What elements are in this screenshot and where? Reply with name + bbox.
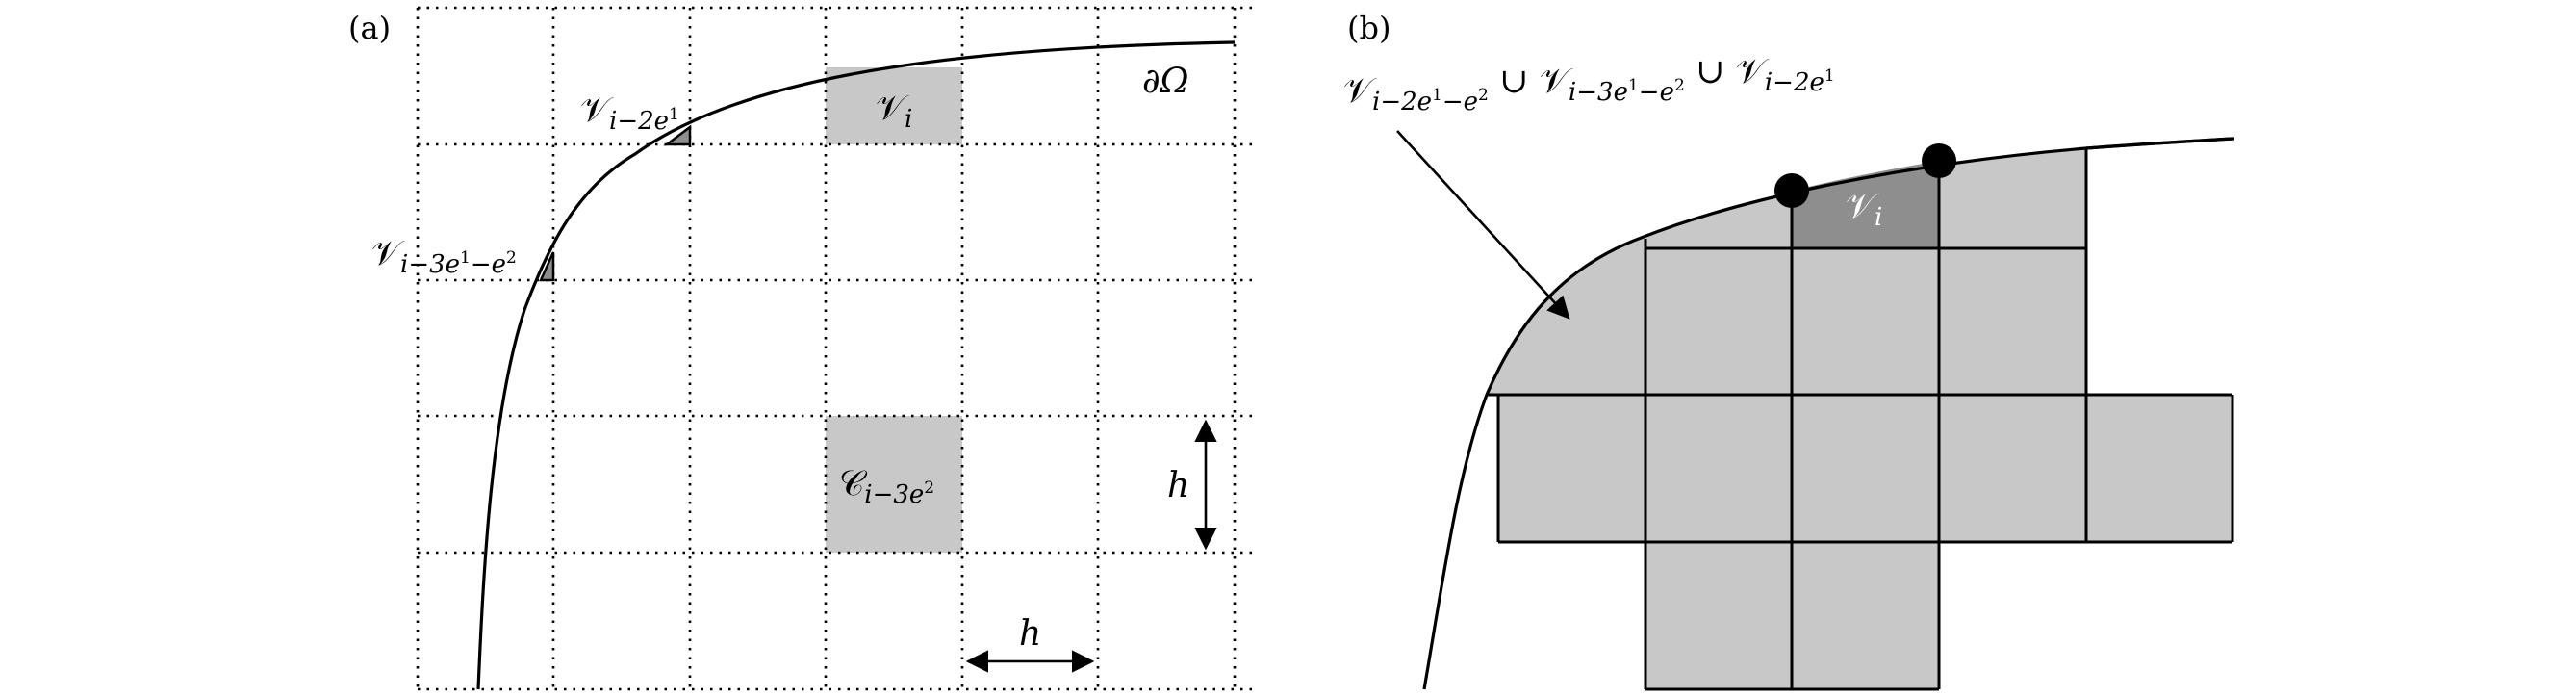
panel-b: (b) 𝒱i−2e1−e2 ∪ 𝒱i−3e1−e2 ∪ 𝒱i−2e1 <box>1343 10 2235 691</box>
cell-v-i-label: 𝒱i <box>876 89 912 134</box>
panel-a-tag: (a) <box>348 10 391 46</box>
cell-grid-b <box>1487 148 2234 691</box>
h-label-vertical: h <box>1167 466 1189 505</box>
cell-c-i-minus-3e2-label: 𝒞i−3e2 <box>839 464 934 509</box>
cell-v-i-label-b: 𝒱i <box>1846 187 1882 232</box>
h-label-horizontal: h <box>1019 614 1041 654</box>
dotted-grid <box>416 6 1257 691</box>
cell-v-i-minus-3e1-e2-label: 𝒱i−3e1−e2 <box>371 234 517 279</box>
cell-v-i-dark <box>1792 161 1939 248</box>
union-region-fill <box>1487 148 2232 689</box>
boundary-label: ∂Ω <box>1142 62 1188 101</box>
panel-a: (a) ∂Ω 𝒱i 𝒱i <box>348 6 1257 691</box>
cell-v-i-minus-3e1-e2-marker <box>539 251 555 282</box>
union-pointer-arrow <box>1396 130 1570 320</box>
cell-v-i-fill <box>826 67 962 144</box>
cell-v-i-minus-2e1-label: 𝒱i−2e1 <box>580 90 679 136</box>
union-label: 𝒱i−2e1−e2 ∪ 𝒱i−3e1−e2 ∪ 𝒱i−2e1 <box>1343 52 1835 116</box>
boundary-node-left <box>1774 173 1809 208</box>
boundary-curve-a <box>476 40 1236 690</box>
panel-b-tag: (b) <box>1347 10 1390 46</box>
boundary-node-right <box>1922 143 1956 178</box>
cell-c-i-minus-3e2-fill <box>826 416 962 553</box>
cell-v-i-minus-2e1-marker <box>663 124 692 146</box>
boundary-curve-b-tail <box>2085 137 2233 150</box>
